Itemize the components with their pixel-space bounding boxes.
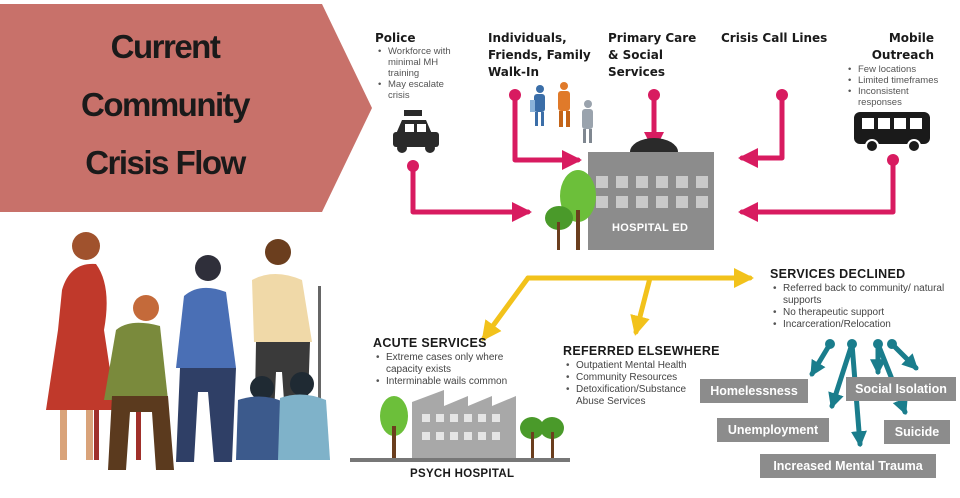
police-bullet: Workforce with minimal MH training: [378, 46, 466, 79]
psych-hospital-label: PSYCH HOSPITAL: [410, 468, 515, 480]
outcome-homelessness: Homelessness: [700, 379, 808, 403]
arrow-individuals-to-ed: [512, 93, 582, 170]
primary-care-title: Primary Care & Social Services: [608, 31, 697, 79]
title-banner: [0, 4, 372, 212]
outcome-social-isolation: Social Isolation: [846, 377, 956, 401]
referred-bullet: Community Resources: [566, 372, 714, 384]
arrow-police-to-ed: [410, 165, 532, 222]
referred-bullet: Outpatient Mental Health: [566, 360, 714, 372]
title-line-2: Community: [81, 86, 251, 123]
outreach-bullet: Few locations: [848, 64, 946, 75]
title-line-1: Current: [110, 28, 221, 65]
psych-hospital-icon: [350, 390, 570, 462]
walking-people-icon: [530, 82, 593, 143]
hospital-building-icon: [545, 138, 714, 250]
outcome-unemployment: Unemployment: [717, 418, 829, 442]
mobile-outreach-title: Mobile Outreach: [862, 30, 934, 64]
referred-elsewhere-list: Outpatient Mental Health Community Resou…: [564, 360, 714, 408]
declined-bullet: Referred back to community/ natural supp…: [773, 283, 949, 307]
arrow-crisislines-to-ed: [738, 93, 785, 168]
referred-elsewhere-title: REFERRED ELSEWHERE: [563, 344, 720, 358]
acute-bullet: Interminable wails common: [376, 376, 524, 388]
outcome-suicide: Suicide: [884, 420, 950, 444]
outcome-mental-trauma: Increased Mental Trauma: [760, 454, 936, 478]
mobile-outreach-title-line-1: Mobile: [888, 31, 934, 45]
arrow-ed-to-referred: [630, 275, 653, 336]
services-declined-list: Referred back to community/ natural supp…: [771, 283, 949, 331]
individuals-title: Individuals, Friends, Family Walk-In: [488, 31, 591, 79]
mobile-outreach-title-line-2: Outreach: [871, 48, 934, 62]
police-car-icon: [393, 110, 439, 153]
pink-arrow-origins: [407, 89, 899, 172]
crisis-lines-title: Crisis Call Lines: [721, 31, 828, 45]
declined-bullet: No therapeutic support: [773, 307, 949, 319]
acute-services-title: ACUTE SERVICES: [373, 336, 487, 350]
outreach-bullet: Inconsistent responses: [848, 86, 946, 108]
police-title: Police: [375, 31, 416, 45]
hospital-label: HOSPITAL ED: [612, 222, 689, 234]
declined-bullet: Incarceration/Relocation: [773, 319, 949, 331]
arrow-ed-to-acute: [481, 275, 531, 342]
distressed-people-illustration: [46, 232, 330, 470]
outreach-bullet: Limited timeframes: [848, 75, 946, 86]
van-icon: [854, 112, 930, 153]
acute-bullet: Extreme cases only where capacity exists: [376, 352, 524, 376]
police-bullets: Workforce with minimal MH training May e…: [376, 46, 466, 101]
services-declined-title: SERVICES DECLINED: [770, 267, 906, 281]
acute-services-list: Extreme cases only where capacity exists…: [374, 352, 524, 388]
police-bullet: May escalate crisis: [378, 79, 466, 101]
title-line-3: Crisis Flow: [85, 144, 246, 181]
mobile-outreach-bullets: Few locations Limited timeframes Inconsi…: [846, 64, 946, 108]
arrow-outreach-to-ed: [738, 157, 896, 222]
referred-bullet: Detoxification/Substance Abuse Services: [566, 384, 714, 408]
yellow-flow-arrows: [481, 268, 754, 342]
page-title: Current Community Crisis Flow: [0, 18, 330, 192]
